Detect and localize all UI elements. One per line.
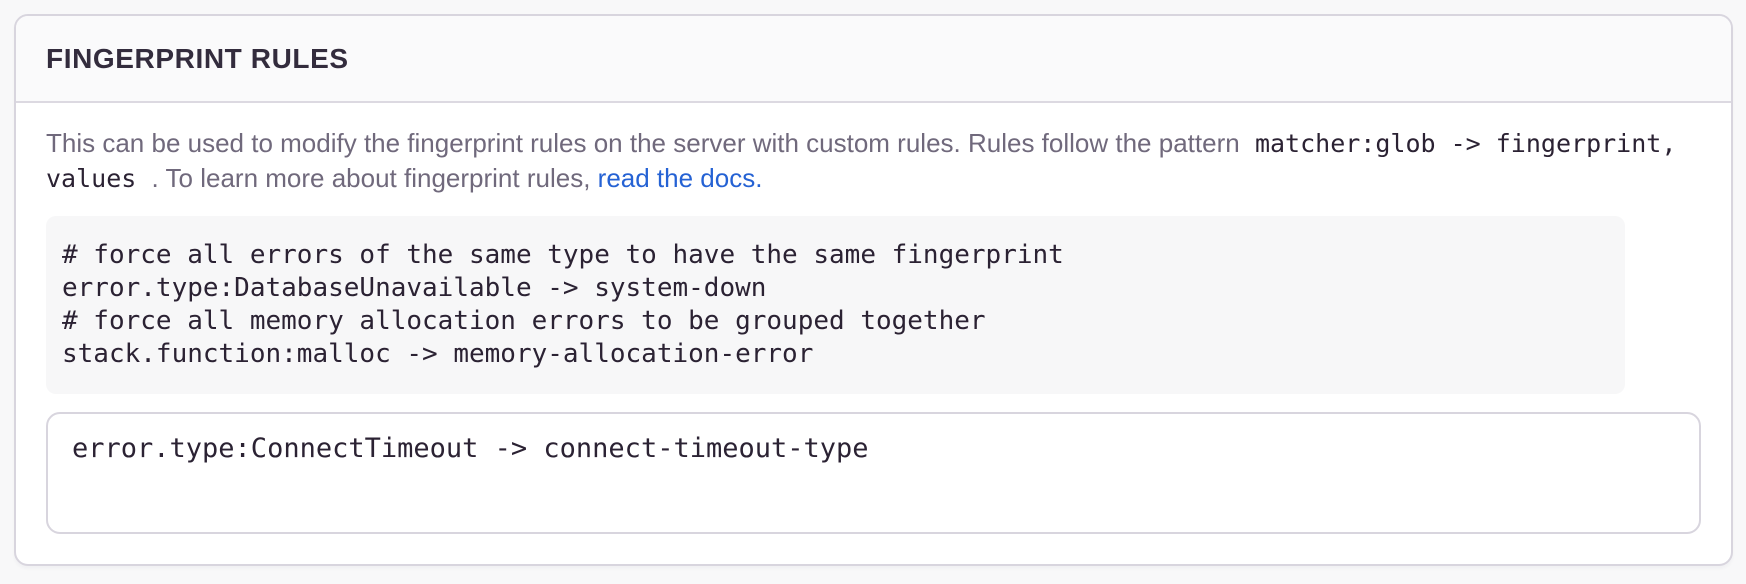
description-text-before: This can be used to modify the fingerpri… (46, 128, 1240, 158)
read-the-docs-link[interactable]: read the docs. (597, 163, 763, 193)
fingerprint-rules-panel: FINGERPRINT RULES This can be used to mo… (14, 14, 1733, 566)
description-text-after: . To learn more about fingerprint rules, (151, 163, 591, 193)
panel-header: FINGERPRINT RULES (16, 16, 1731, 103)
example-code-block: # force all errors of the same type to h… (46, 216, 1625, 394)
fingerprint-rules-input[interactable]: error.type:ConnectTimeout -> connect-tim… (46, 412, 1701, 534)
panel-body: This can be used to modify the fingerpri… (16, 103, 1731, 564)
description: This can be used to modify the fingerpri… (46, 126, 1701, 196)
pattern-inline-code: matcher:glob -> fingerprint, values (46, 129, 1677, 193)
panel-title: FINGERPRINT RULES (46, 43, 349, 74)
